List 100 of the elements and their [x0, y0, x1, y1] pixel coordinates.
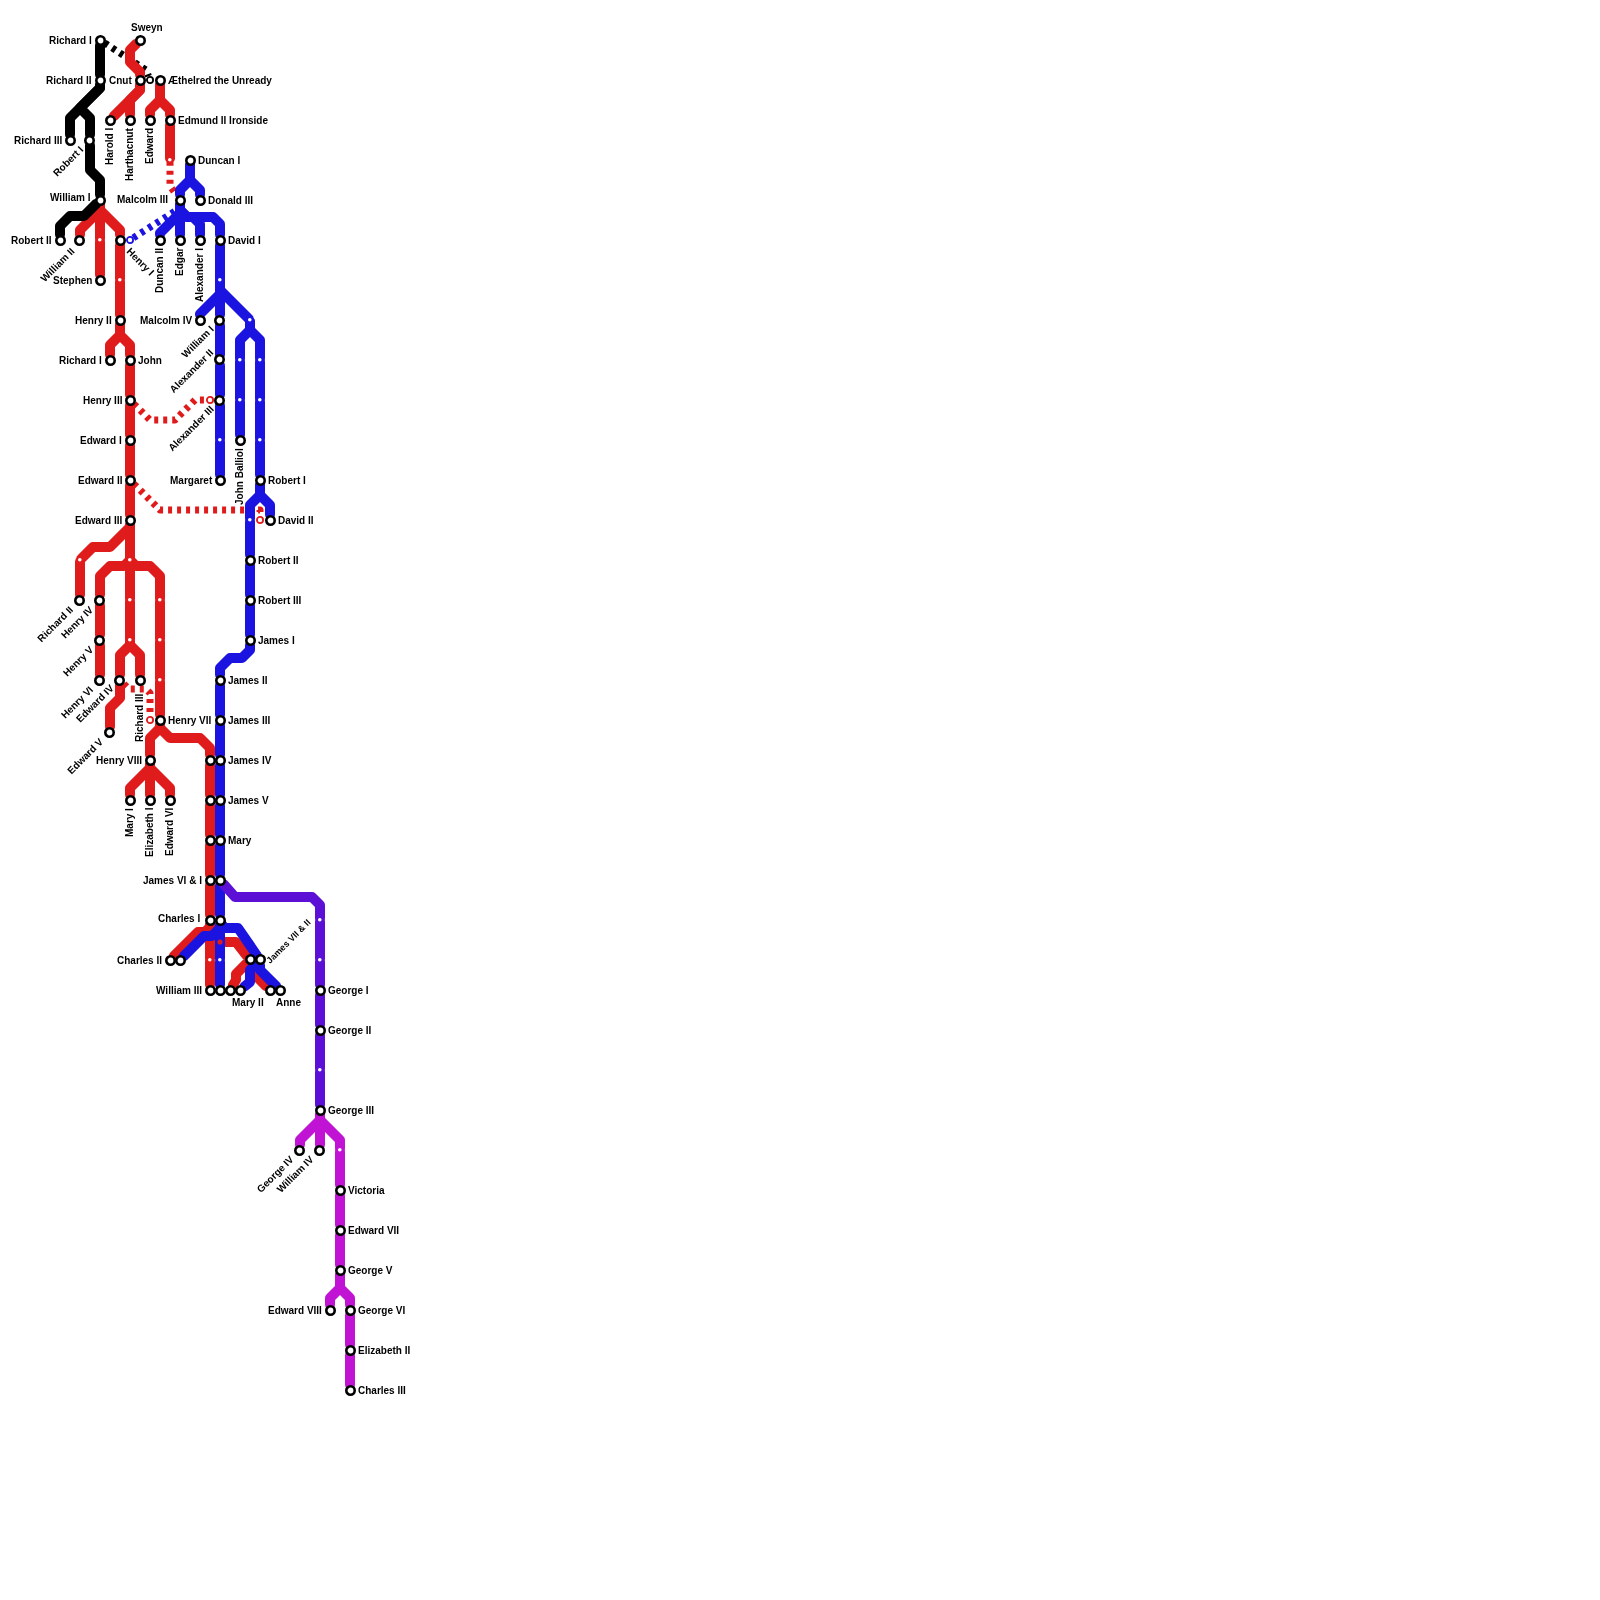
route-line	[125, 360, 135, 400]
route-line	[235, 396, 245, 440]
station-label: Robert I	[268, 474, 306, 486]
route-line	[255, 480, 275, 520]
station-label: David I	[228, 234, 261, 246]
route-line	[155, 80, 175, 120]
route-line	[215, 956, 225, 990]
route-line	[125, 440, 135, 480]
route-line	[335, 1146, 345, 1190]
route-line	[85, 140, 105, 200]
route-line	[115, 320, 135, 360]
station-label: James IV	[228, 754, 272, 766]
station-label: George VI	[358, 1304, 406, 1316]
station-label: Mary II	[232, 996, 264, 1008]
route-line	[245, 516, 255, 560]
station-label: John Balliol	[235, 448, 245, 505]
route-line	[125, 480, 135, 520]
route-line	[335, 1190, 345, 1230]
station-label: Richard II	[46, 74, 92, 86]
station-label: Donald III	[208, 194, 253, 206]
route-line	[345, 1310, 355, 1350]
station-label: Margaret	[170, 474, 213, 486]
station-label: Malcolm III	[117, 193, 169, 205]
station-label: Richard III	[14, 134, 63, 146]
route-line	[205, 880, 215, 920]
route-line	[155, 676, 165, 720]
station-label: Elizabeth I	[145, 807, 155, 857]
route-line	[245, 560, 255, 600]
station-label: Victoria	[348, 1184, 385, 1196]
route-line	[215, 320, 225, 360]
route-line	[95, 600, 105, 640]
station-label: Henry III	[83, 394, 123, 406]
dashed-line	[102, 40, 152, 78]
station-label: John	[138, 354, 162, 366]
station-label: Edward VII	[348, 1224, 400, 1236]
station-label: William I	[50, 191, 91, 203]
route-line	[145, 760, 175, 800]
route-line	[155, 720, 215, 760]
station-label: Richard I	[59, 354, 102, 366]
station-label: George V	[348, 1264, 393, 1276]
route-line	[215, 640, 255, 680]
station-label: Edward I	[80, 434, 122, 446]
station-label: Edward	[145, 127, 155, 164]
route-line	[175, 200, 225, 240]
route-line	[215, 436, 225, 480]
station-label: George III	[328, 1104, 375, 1116]
station-label: Robert III	[258, 594, 302, 606]
route-line	[95, 236, 105, 280]
station-label: George II	[328, 1024, 372, 1036]
route-line	[215, 760, 225, 800]
station-label: Robert II	[258, 554, 299, 566]
route-line	[345, 1350, 355, 1390]
station-label: Edmund II Ironside	[178, 114, 268, 126]
route-line	[215, 276, 254, 324]
route-line	[215, 360, 225, 400]
station-label: Henry VII	[168, 714, 212, 726]
station-label: Mary I	[125, 808, 135, 837]
station-label: Duncan II	[155, 248, 165, 293]
route-line	[205, 800, 215, 840]
station-label: James VI & I	[143, 874, 202, 886]
route-line	[125, 636, 145, 680]
route-line	[55, 198, 102, 240]
route-line	[75, 80, 105, 140]
route-line	[335, 1270, 355, 1310]
route-line	[315, 956, 325, 990]
route-line	[105, 680, 125, 732]
station-label: James I	[258, 634, 295, 646]
station-label: Edward II	[78, 474, 123, 486]
route-line	[215, 800, 225, 840]
station-label: David II	[278, 514, 314, 526]
route-line	[125, 38, 145, 80]
route-line	[335, 1230, 345, 1270]
route-line	[215, 880, 225, 920]
station-label: James III	[228, 714, 271, 726]
station-label: Harthacnut	[125, 128, 135, 181]
station-label: Edward VIII	[268, 1304, 322, 1316]
route-line	[215, 840, 225, 880]
route-line	[115, 276, 125, 320]
station-label: Henry II	[75, 314, 112, 326]
station-label: Alexander I	[195, 247, 205, 302]
route-line	[75, 556, 85, 600]
station-label: Malcolm IV	[140, 314, 193, 326]
station-label: Harold I	[105, 127, 115, 165]
station-label: Richard III	[135, 693, 145, 742]
station-label: Elizabeth II	[358, 1344, 411, 1356]
station-label: Robert II	[11, 234, 52, 246]
station-label: Æthelred the Unready	[168, 74, 272, 86]
station-label: Charles II	[117, 954, 163, 966]
route-line	[215, 720, 225, 760]
route-line	[205, 956, 215, 990]
station-label: Mary	[228, 834, 252, 846]
station-label: Edward VI	[165, 807, 175, 856]
route-line	[95, 640, 105, 680]
station-label: Edward III	[75, 514, 123, 526]
station-label: Cnut	[109, 74, 132, 86]
station-label: James II	[228, 674, 268, 686]
station-label: Henry VIII	[96, 754, 143, 766]
route-line	[125, 400, 135, 440]
station-label: Anne	[276, 996, 301, 1008]
route-line	[255, 436, 265, 480]
